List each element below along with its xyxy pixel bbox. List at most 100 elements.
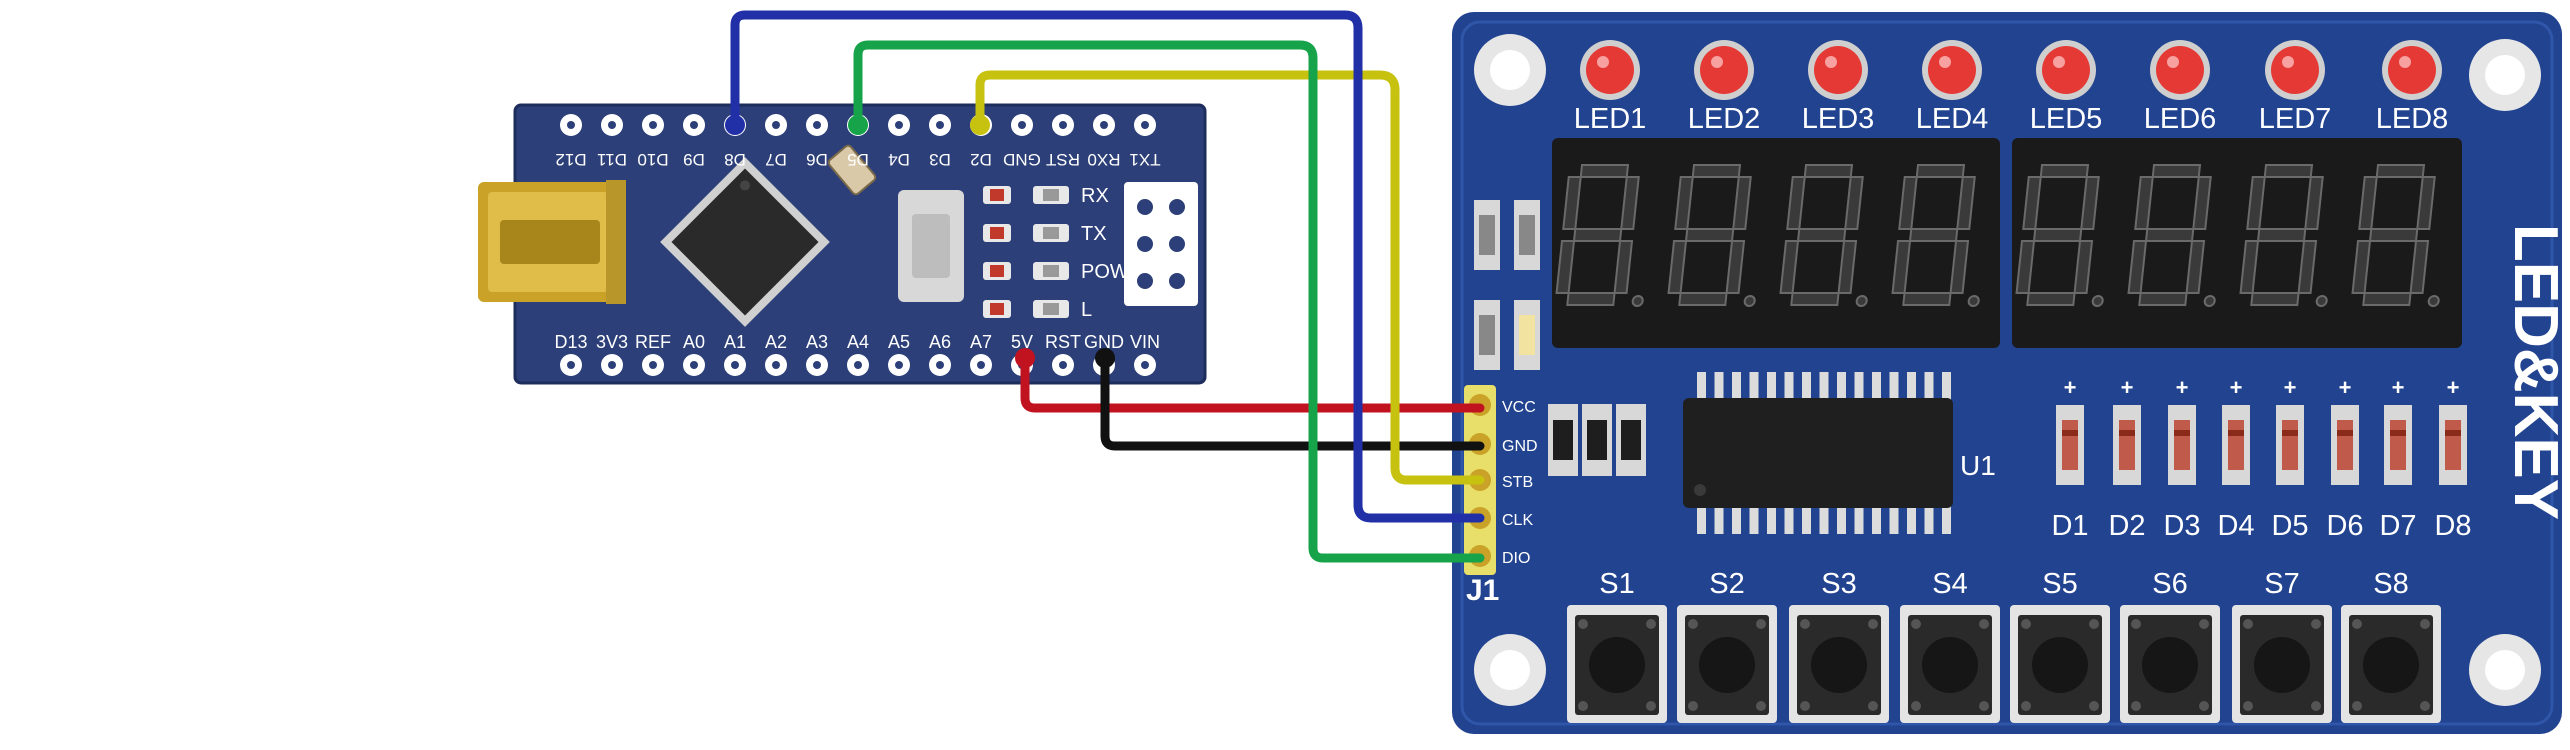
led-row: LED1 LED2 LED3 LED4 LED5 LED6 LED7 LED8 xyxy=(1574,40,2449,135)
chip-label: U1 xyxy=(1960,450,1996,481)
diode-label: D2 xyxy=(2108,510,2145,542)
diode-label: D8 xyxy=(2434,510,2471,542)
svg-text:+: + xyxy=(2176,375,2189,400)
switch-label: S3 xyxy=(1821,568,1856,600)
j1-pin-label: CLK xyxy=(1502,512,1533,529)
nano-bottom-pin-label: A0 xyxy=(683,332,705,352)
wire-gnd xyxy=(1100,353,1485,451)
switch-label: S6 xyxy=(2152,568,2187,600)
nano-bottom-pin-label: 3V3 xyxy=(596,332,628,352)
driver-chip xyxy=(1683,372,1953,534)
svg-text:+: + xyxy=(2339,375,2352,400)
wire-dio xyxy=(853,40,1485,563)
switch-label: S5 xyxy=(2042,568,2077,600)
wire-clk xyxy=(730,10,1485,523)
mounting-holes xyxy=(1474,34,2541,706)
crystal xyxy=(827,144,877,196)
nano-bottom-pin-label: GND xyxy=(1084,332,1124,352)
led-label: LED5 xyxy=(2030,103,2103,135)
svg-text:+: + xyxy=(2392,375,2405,400)
diode-label: D1 xyxy=(2051,510,2088,542)
indicator-leds: RX TX POW L xyxy=(983,185,1129,321)
nano-top-pin-label: D8 xyxy=(724,150,746,169)
nano-bottom-pin-label: A1 xyxy=(724,332,746,352)
nano-top-pin-label: RX0 xyxy=(1087,150,1120,169)
switch-label: S4 xyxy=(1932,568,1967,600)
digit xyxy=(2239,164,2328,307)
led-label: LED8 xyxy=(2376,103,2449,135)
led-label: LED2 xyxy=(1688,103,1761,135)
svg-text:+: + xyxy=(2121,375,2134,400)
microcontroller-chip xyxy=(660,157,830,327)
nano-bottom-pin-label: D13 xyxy=(554,332,587,352)
nano-bottom-pin-label: A2 xyxy=(765,332,787,352)
led-key-module: LED1 LED2 LED3 LED4 LED5 LED6 LED7 LED8 LED&KEY xyxy=(1452,12,2570,734)
digit xyxy=(2127,164,2216,307)
seven-segment-display-right xyxy=(2012,138,2462,348)
nano-top-pin-label: D3 xyxy=(929,150,951,169)
indicator-label: RX xyxy=(1081,185,1109,207)
reset-button xyxy=(898,190,964,302)
led-label: LED3 xyxy=(1802,103,1875,135)
connector-label: J1 xyxy=(1466,574,1499,607)
module-title: LED&KEY xyxy=(2501,224,2570,520)
nano-top-pin-label: D4 xyxy=(888,150,910,169)
nano-bottom-pin-label: VIN xyxy=(1130,332,1160,352)
led-label: LED4 xyxy=(1916,103,1989,135)
j1-pin-label: VCC xyxy=(1502,399,1536,416)
nano-bottom-pin-label: A5 xyxy=(888,332,910,352)
indicator-label: TX xyxy=(1081,223,1107,245)
nano-top-pin-label: D11 xyxy=(597,150,627,169)
nano-top-pin-label: D6 xyxy=(806,150,828,169)
j1-pin-label: STB xyxy=(1502,474,1533,491)
led-label: LED7 xyxy=(2259,103,2332,135)
digit xyxy=(2015,164,2104,307)
diode-label: D5 xyxy=(2271,510,2308,542)
nano-top-pin-label: RST xyxy=(1046,150,1080,169)
digit xyxy=(1779,164,1868,307)
nano-bottom-pin-label: RST xyxy=(1045,332,1081,352)
nano-bottom-pin-label: A3 xyxy=(806,332,828,352)
nano-bottom-pin-label: 5V xyxy=(1011,332,1033,352)
svg-text:+: + xyxy=(2230,375,2243,400)
display-digits xyxy=(1555,164,2440,307)
diode-label: D6 xyxy=(2326,510,2363,542)
switch-label: S2 xyxy=(1709,568,1744,600)
digit xyxy=(1555,164,1644,307)
wire-stb xyxy=(975,70,1485,485)
j1-pin-label: GND xyxy=(1502,438,1538,455)
indicator-label: POW xyxy=(1081,261,1129,283)
switch-label: S8 xyxy=(2373,568,2408,600)
nano-bottom-pin-label: A4 xyxy=(847,332,869,352)
nano-top-pin-label: TX1 xyxy=(1129,150,1160,169)
diode-label: D7 xyxy=(2379,510,2416,542)
digit xyxy=(2351,164,2440,307)
side-components xyxy=(1474,200,1646,476)
icsp-header xyxy=(1124,182,1198,306)
diode-label: D4 xyxy=(2217,510,2254,542)
nano-top-pin-label: D5 xyxy=(847,150,869,169)
svg-text:+: + xyxy=(2447,375,2460,400)
nano-top-pin-label: D2 xyxy=(970,150,992,169)
diode-label: D3 xyxy=(2163,510,2200,542)
diode-row: +D1+D2+D3+D4+D5+D6+D7+D8 xyxy=(2051,375,2471,542)
usb-connector xyxy=(478,180,626,304)
svg-text:+: + xyxy=(2284,375,2297,400)
nano-top-pin-label: D12 xyxy=(555,150,586,169)
nano-bottom-pin-label: A7 xyxy=(970,332,992,352)
indicator-label: L xyxy=(1081,299,1092,321)
led-label: LED1 xyxy=(1574,103,1647,135)
nano-bottom-pin-label: REF xyxy=(635,332,671,352)
digit xyxy=(1667,164,1756,307)
switch-label: S7 xyxy=(2264,568,2299,600)
led-label: LED6 xyxy=(2144,103,2217,135)
nano-bottom-pin-label: A6 xyxy=(929,332,951,352)
nano-top-pin-label: D7 xyxy=(765,150,787,169)
nano-top-pin-label: D10 xyxy=(637,150,668,169)
wire-vcc xyxy=(1020,353,1485,413)
digit xyxy=(1891,164,1980,307)
